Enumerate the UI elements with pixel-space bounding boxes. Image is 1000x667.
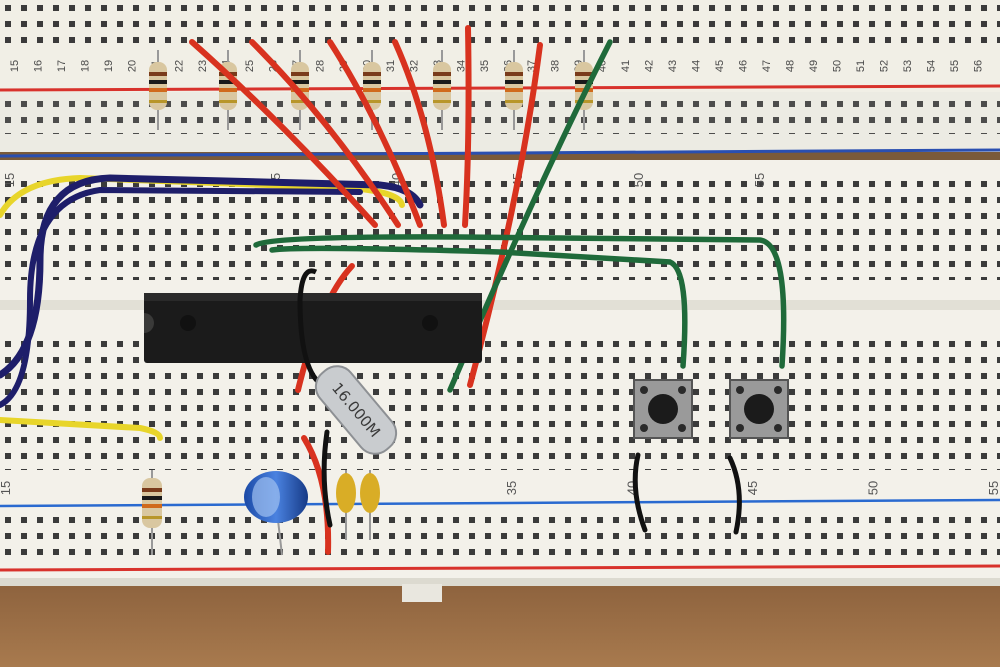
column-label: 35 xyxy=(479,60,491,72)
column-label: 43 xyxy=(667,60,679,72)
column-label: 28 xyxy=(315,60,327,72)
column-label: 23 xyxy=(197,60,209,72)
column-label: 44 xyxy=(691,60,703,72)
lower-resistor xyxy=(142,470,162,555)
column-label: 35 xyxy=(504,481,519,495)
column-label: 34 xyxy=(456,60,468,72)
column-label: 17 xyxy=(56,60,68,72)
left-wires xyxy=(0,174,424,441)
column-label: 50 xyxy=(631,173,646,187)
desk-surface xyxy=(0,585,1000,667)
black-jumper-wire xyxy=(297,268,324,388)
column-label: 50 xyxy=(866,481,881,495)
column-label: 45 xyxy=(714,60,726,72)
column-label: 50 xyxy=(832,60,844,72)
lower-black-wires xyxy=(321,429,742,535)
column-label: 48 xyxy=(785,60,797,72)
top-breadboard: 1516171819202122232425262728293031323334… xyxy=(0,0,1000,158)
column-label: 53 xyxy=(902,60,914,72)
ceramic-capacitors xyxy=(336,470,380,540)
column-label: 42 xyxy=(644,60,656,72)
red-jumper-wires xyxy=(189,25,543,555)
column-label: 32 xyxy=(409,60,421,72)
lower-red-rail xyxy=(0,564,1000,572)
column-label: 18 xyxy=(80,60,92,72)
column-label: 52 xyxy=(879,60,891,72)
column-label: 38 xyxy=(550,60,562,72)
column-label: 55 xyxy=(752,173,767,187)
tactile-button-1[interactable] xyxy=(633,379,693,439)
column-label: 20 xyxy=(127,60,139,72)
column-label: 55 xyxy=(986,481,1000,495)
tactile-button-2[interactable] xyxy=(729,379,789,439)
microcontroller-chip xyxy=(144,293,482,363)
electrolytic-capacitor xyxy=(244,471,308,556)
column-label: 15 xyxy=(2,173,17,187)
column-label: 15 xyxy=(0,481,13,495)
column-label: 56 xyxy=(973,60,985,72)
column-label: 15 xyxy=(9,60,21,72)
column-label: 51 xyxy=(855,60,867,72)
column-label: 47 xyxy=(761,60,773,72)
column-label: 25 xyxy=(244,60,256,72)
column-label: 46 xyxy=(738,60,750,72)
column-label: 31 xyxy=(385,60,397,72)
column-label: 16 xyxy=(33,60,45,72)
column-label: 41 xyxy=(620,60,632,72)
column-label: 49 xyxy=(808,60,820,72)
column-label: 45 xyxy=(745,481,760,495)
column-label: 22 xyxy=(174,60,186,72)
column-label: 19 xyxy=(103,60,115,72)
column-label: 55 xyxy=(949,60,961,72)
top-blue-rail xyxy=(0,148,1000,158)
column-label: 54 xyxy=(926,60,938,72)
lower-blue-rail xyxy=(0,498,1000,508)
